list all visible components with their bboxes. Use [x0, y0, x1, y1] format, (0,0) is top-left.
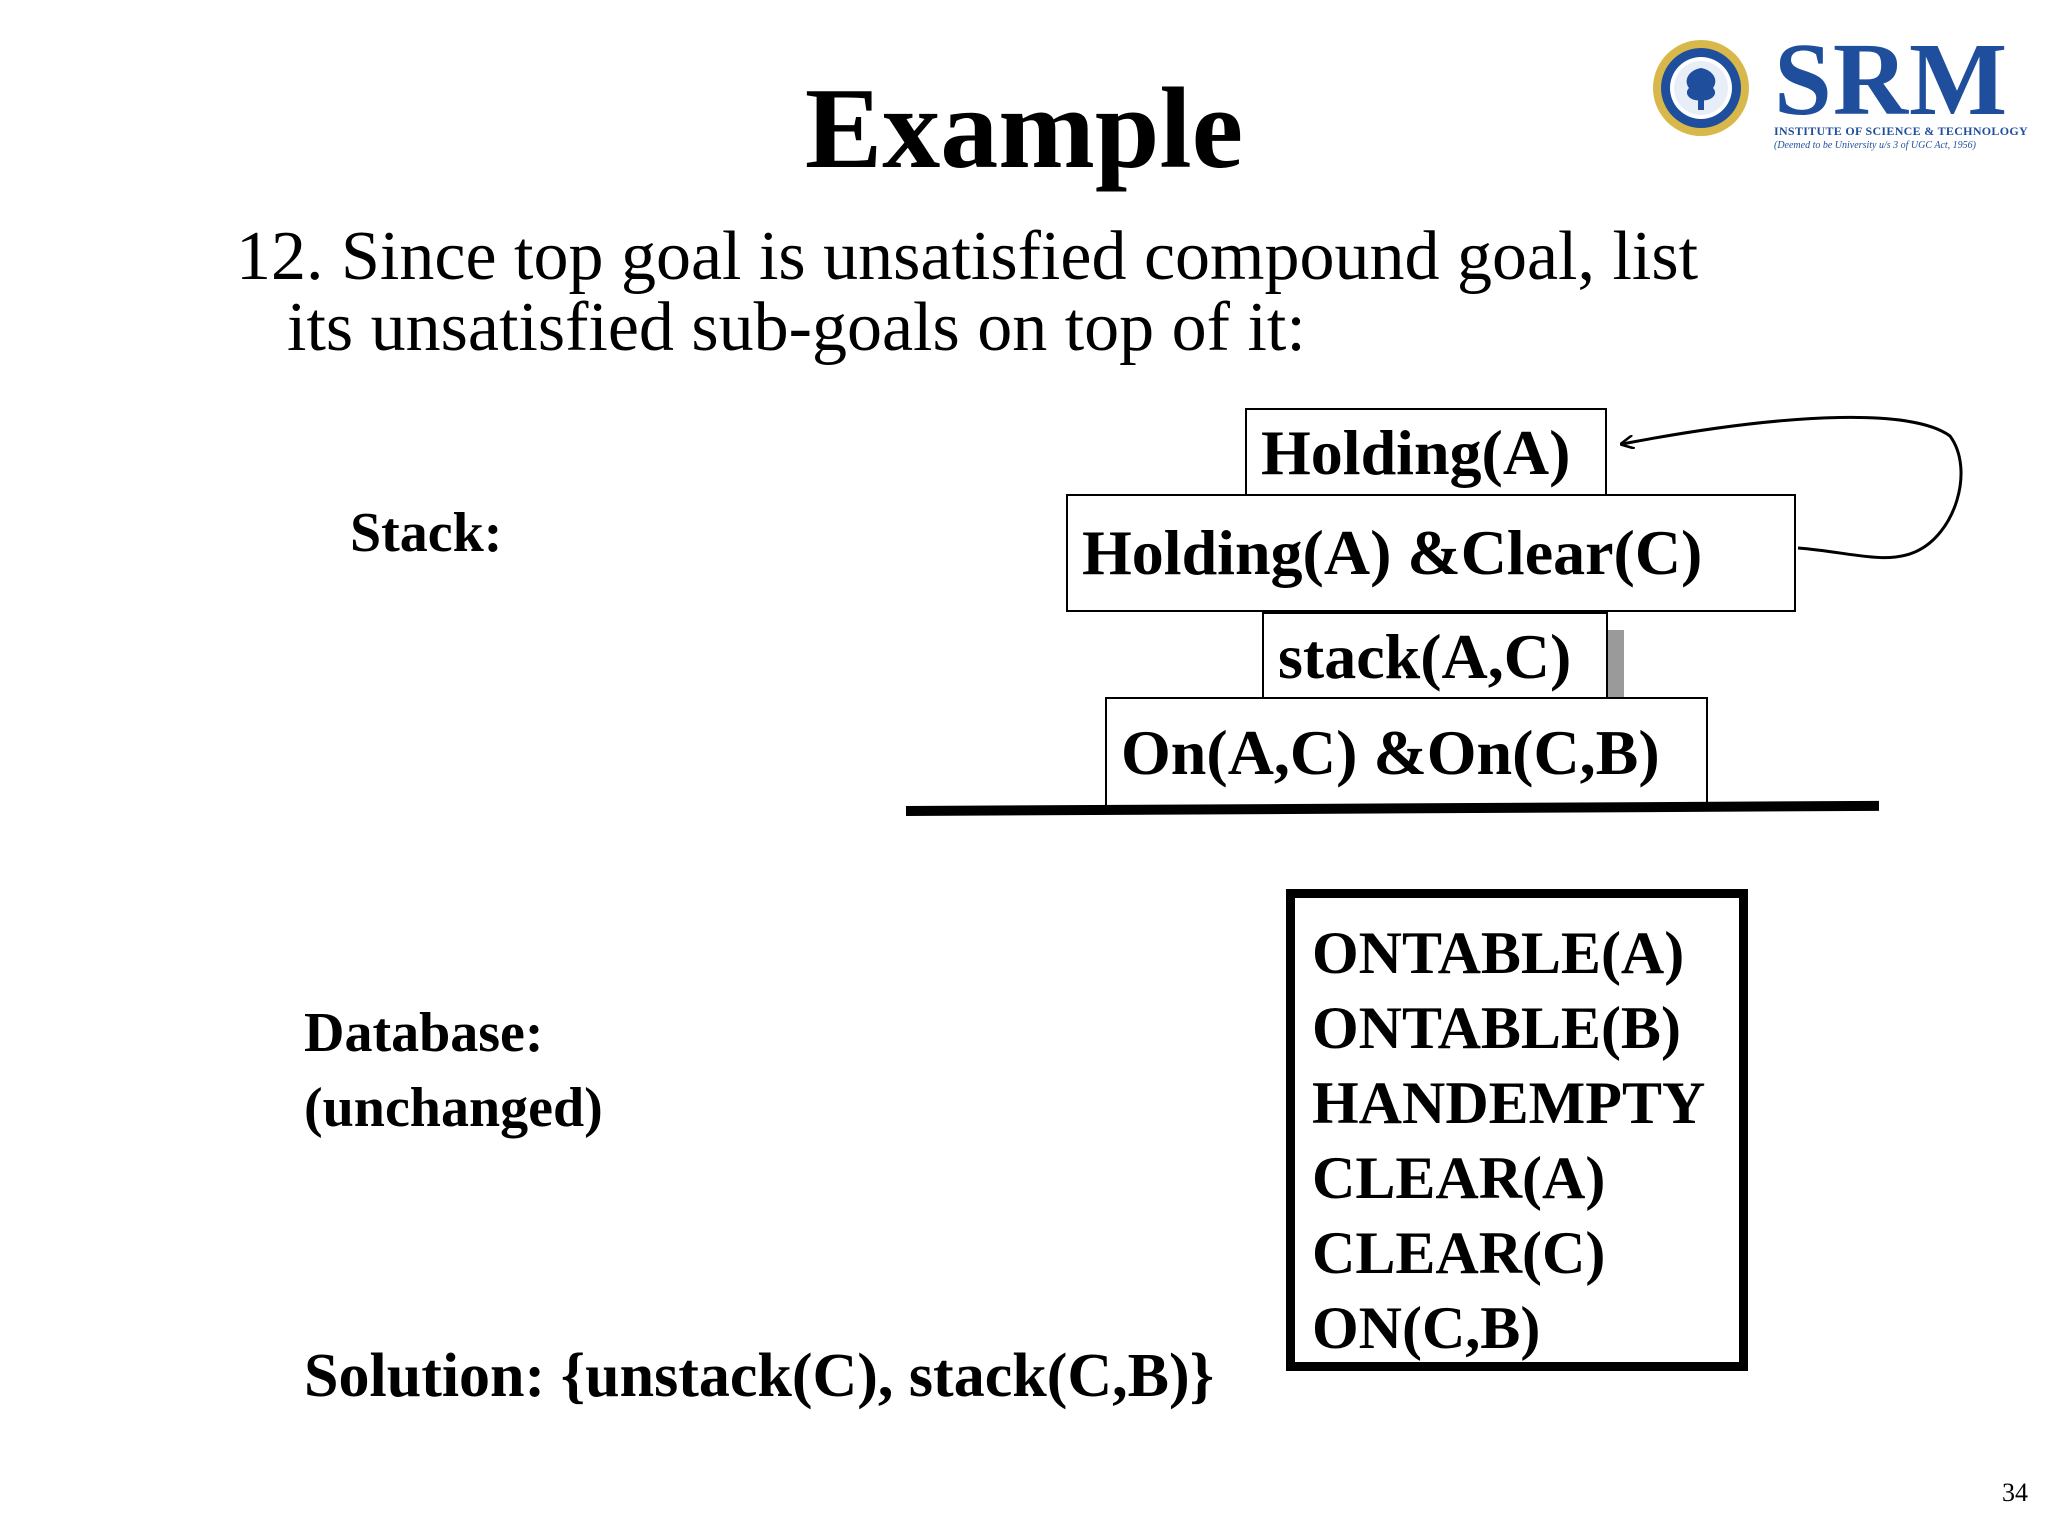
- stack-item-holding-a-clear-c: Holding(A) &Clear(C): [1066, 494, 1796, 612]
- database-note: (unchanged): [304, 1077, 603, 1139]
- database-fact: CLEAR(C): [1312, 1220, 1606, 1286]
- logo-tagline: (Deemed to be University u/s 3 of UGC Ac…: [1774, 140, 1976, 151]
- database-fact: ONTABLE(B): [1312, 995, 1681, 1061]
- database-fact: CLEAR(A): [1312, 1145, 1606, 1211]
- logo-wordmark: SRM: [1774, 22, 2009, 137]
- step-text-line-2: its unsatisfied sub-goals on top of it:: [287, 289, 1306, 366]
- srm-logo: [1645, 38, 2040, 163]
- slide-title: Example: [804, 65, 1244, 193]
- database-label: Database:: [304, 1002, 544, 1064]
- database-fact: HANDEMPTY: [1312, 1070, 1706, 1136]
- page-number: 34: [2002, 1478, 2028, 1507]
- database-fact: ON(C,B): [1312, 1295, 1541, 1361]
- srm-emblem-icon: [1653, 40, 1749, 136]
- database-box: ONTABLE(A) ONTABLE(B) HANDEMPTY CLEAR(A)…: [1286, 889, 1748, 1371]
- stack-item-on-a-c-on-c-b: On(A,C) &On(C,B): [1105, 697, 1708, 809]
- stack-item-holding-a: Holding(A): [1245, 408, 1607, 498]
- stack-item-stack-a-c: stack(A,C): [1262, 612, 1608, 701]
- database-fact: ONTABLE(A): [1312, 920, 1685, 986]
- logo-subtitle: INSTITUTE OF SCIENCE & TECHNOLOGY: [1774, 124, 2028, 138]
- step-text-line-1: 12. Since top goal is unsatisfied compou…: [236, 218, 1699, 295]
- solution-text: Solution: {unstack(C), stack(C,B)}: [304, 1342, 1215, 1410]
- stack-label: Stack:: [350, 502, 503, 564]
